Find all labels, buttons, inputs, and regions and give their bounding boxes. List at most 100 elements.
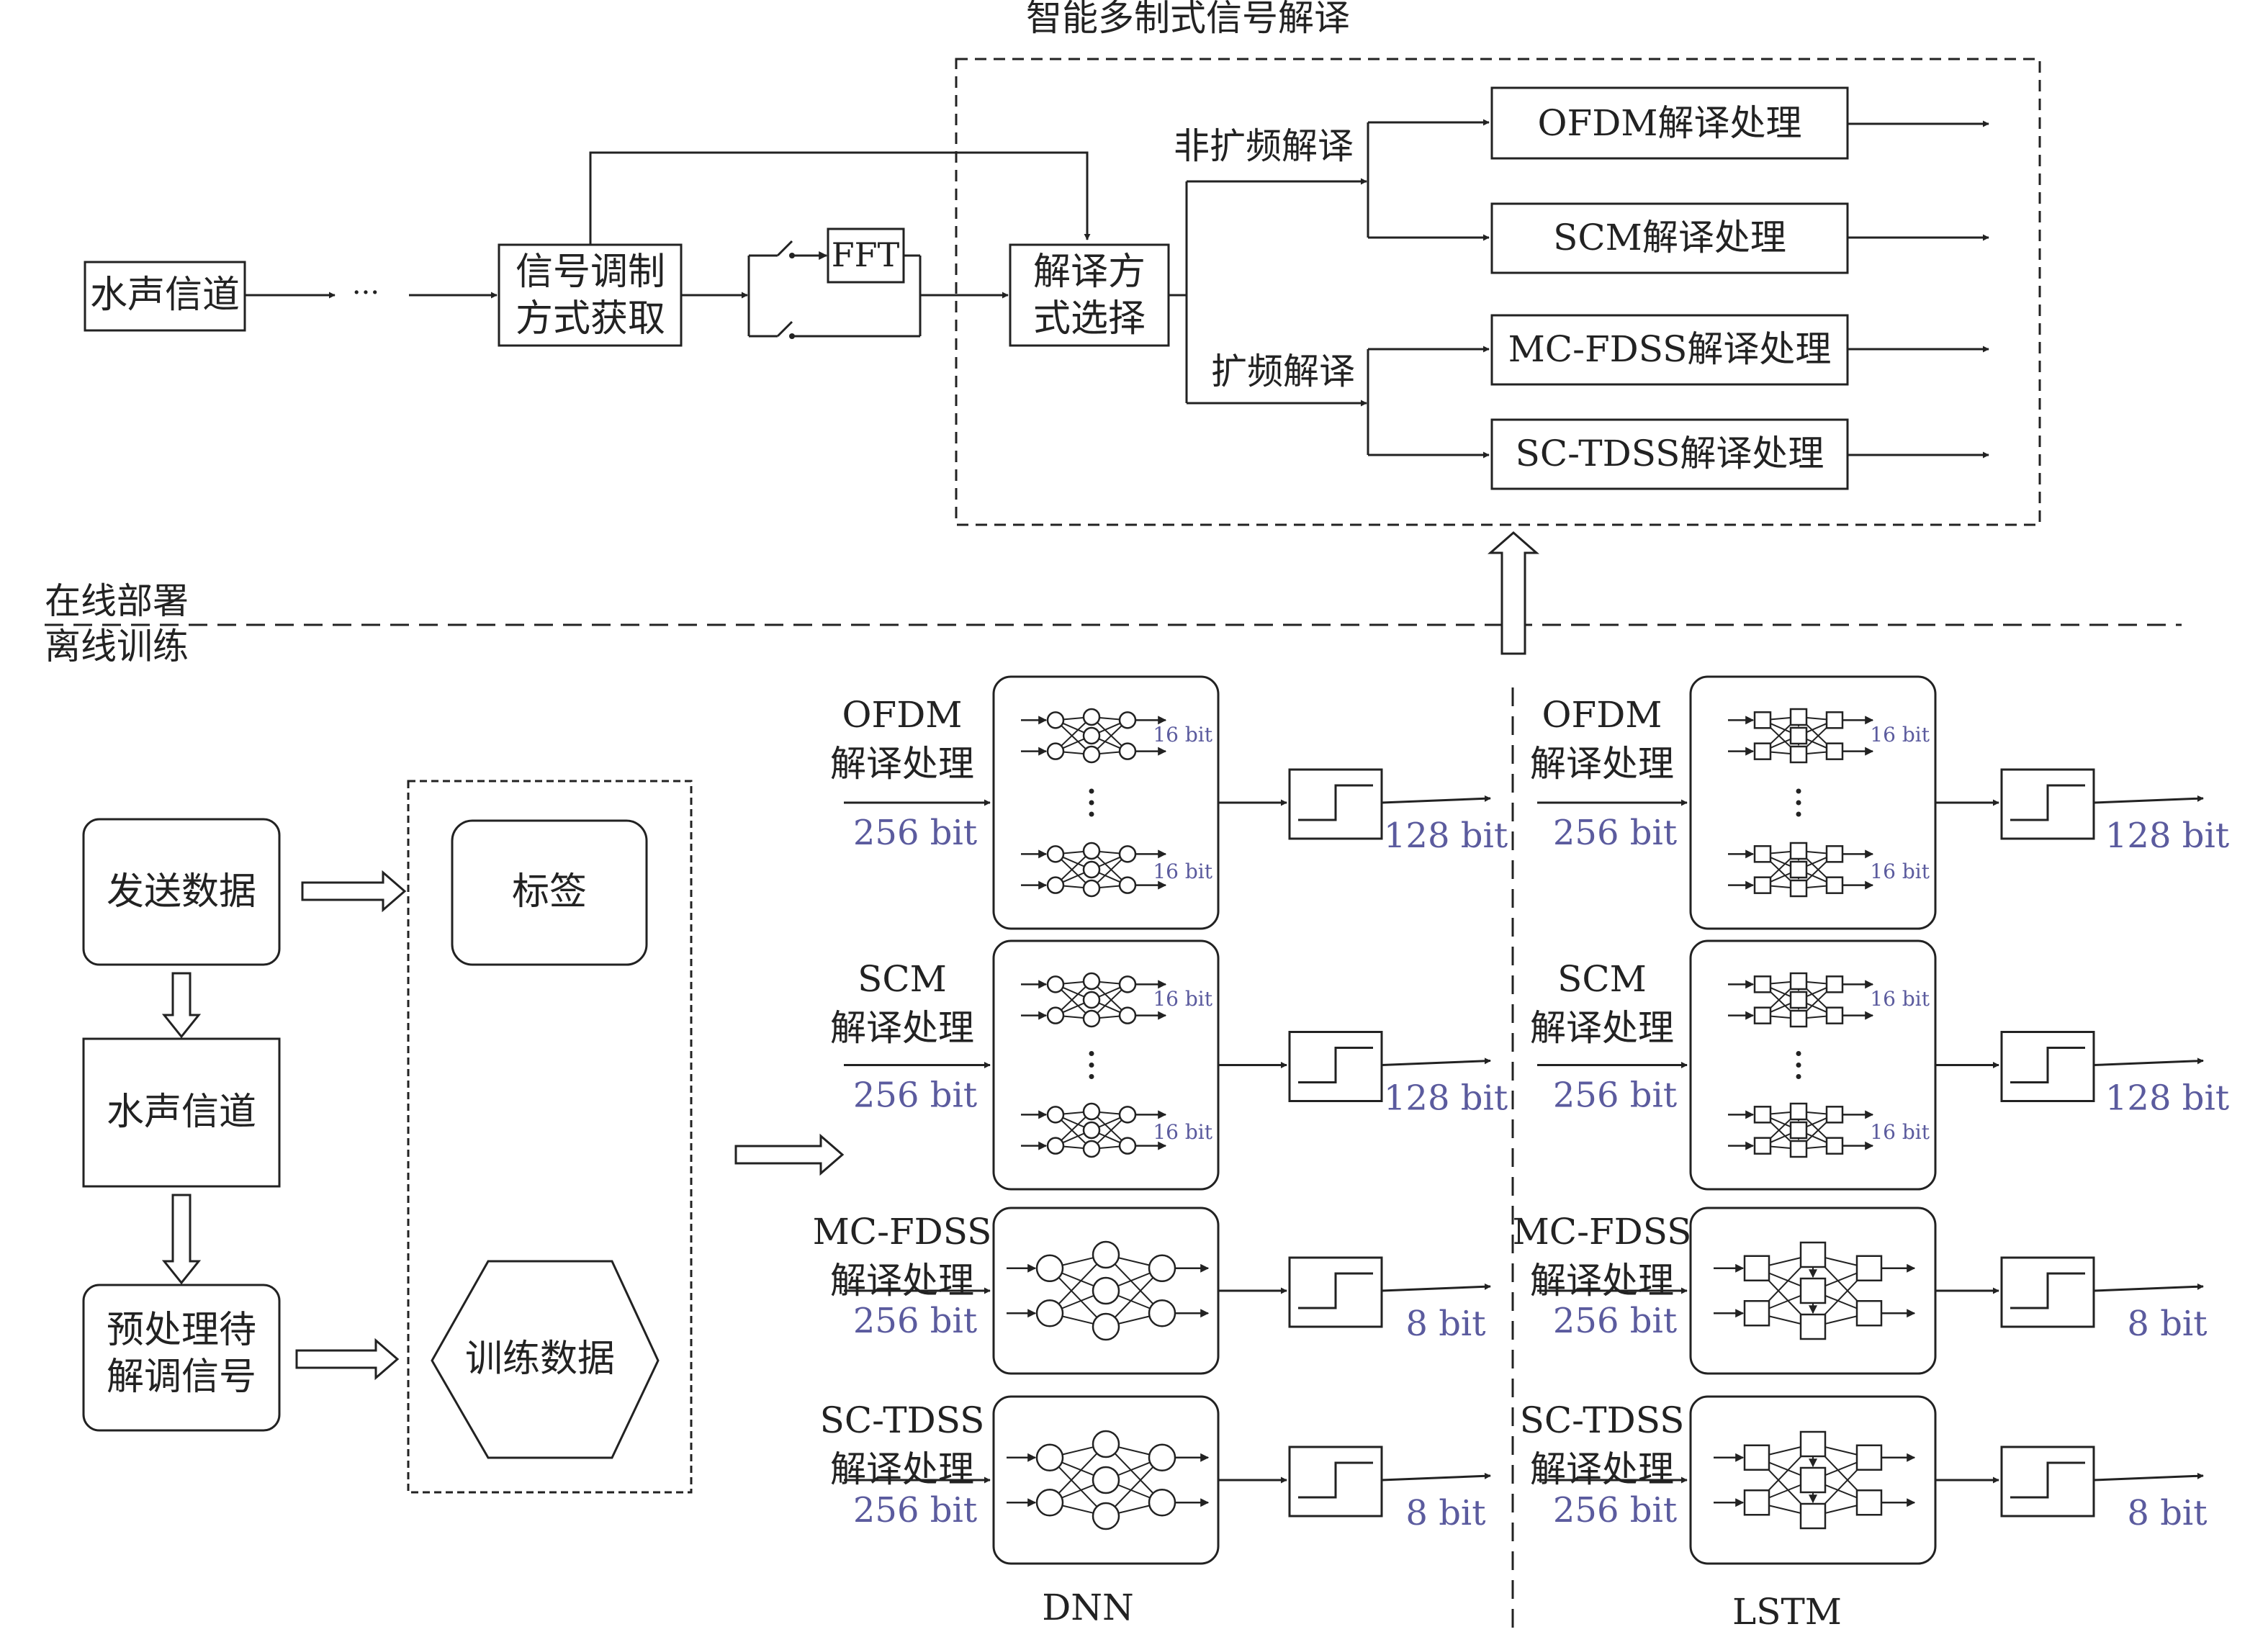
dnn-row-1-subnet-top-node: [1082, 1009, 1101, 1028]
dnn-row-1-subnet-bottom-node: [1046, 1106, 1065, 1124]
lstm-row-2-net-node: [1743, 1300, 1770, 1327]
lstm-row-3-output-arrow: [2093, 1472, 2204, 1482]
dnn-row-2-scheme-name: MC-FDSS: [813, 1211, 992, 1253]
lstm-row-1-subnet-top-bits: 16 bit: [1870, 987, 1930, 1011]
dnn-row-0-subnet-bottom-node: [1118, 876, 1137, 894]
dataset-dashed-frame: [407, 780, 693, 1494]
lstm-row-1-step-box-step-curve: [2010, 1047, 2085, 1083]
dnn-row-0-panel: [992, 675, 1220, 930]
lstm-row-0-panel: [1689, 675, 1937, 930]
dnn-row-1-subnet-top: [1021, 972, 1167, 1028]
lstm-row-0-scheme-name: OFDM: [1542, 694, 1662, 736]
lstm-row-1-ellipsis-dot: [1796, 1063, 1801, 1068]
dnn-row-2-output-bits: 8 bit: [1405, 1304, 1485, 1344]
dnn-row-0-subnet-top-bits: 16 bit: [1153, 723, 1212, 747]
lstm-row-2-net: [1714, 1241, 1916, 1340]
dnn-row-1-subnet-top-node: [1046, 1006, 1065, 1024]
lstm-row-0-subnet-bottom-node: [1789, 879, 1808, 898]
lstm-row-1-panel: [1689, 939, 1937, 1191]
dnn-row-3-net: [1007, 1430, 1210, 1530]
lstm-row-1-input-bits: 256 bit: [1553, 1075, 1677, 1116]
lstm-row-0-subnet-top-node: [1825, 711, 1844, 729]
dnn-row-0-ellipsis-dot: [1089, 788, 1094, 794]
dnn-row-0-input-bits: 256 bit: [853, 813, 977, 853]
lstm-row-0-ellipsis-dot: [1796, 788, 1801, 794]
lstm-row-2-input-bits: 256 bit: [1553, 1301, 1677, 1341]
dnn-row-2-net-node: [1035, 1254, 1064, 1282]
dnn-row-1-subnet-bottom-node: [1118, 1137, 1137, 1155]
sctdss-decode-label: SC-TDSS解译处理: [1516, 433, 1824, 474]
deploy-hollow-arrow: [1488, 531, 1539, 655]
training-data-label: 训练数据: [465, 1338, 615, 1381]
dnn-row-2-net-node: [1092, 1312, 1120, 1341]
lstm-row-0-subnet-bottom-node: [1825, 876, 1844, 894]
dnn-row-1-subnet-top-node: [1118, 1006, 1137, 1024]
lstm-row-0-subnet-top-node: [1825, 742, 1844, 760]
dnn-row-0-subnet-bottom: [1021, 842, 1167, 898]
dnn-row-3-step-box-step-curve: [1298, 1461, 1373, 1499]
lstm-row-0-subnet-top-node: [1753, 711, 1772, 729]
dnn-row-3-net-node: [1035, 1489, 1064, 1517]
dnn-caption: DNN: [1042, 1587, 1134, 1628]
lstm-row-2-scheme-sub: 解译处理: [1530, 1260, 1674, 1302]
label-box-text: 标签: [512, 870, 587, 914]
dnn-row-2-net-node: [1092, 1276, 1120, 1305]
dnn-row-1-subnet-bottom-node: [1082, 1102, 1101, 1121]
lstm-row-2-output-arrow: [2093, 1283, 2204, 1292]
dnn-row-3-scheme-sub: 解译处理: [830, 1448, 974, 1490]
non-spread-label: 非扩频解译: [1174, 125, 1354, 167]
dnn-row-1-scheme-name: SCM: [858, 958, 947, 1000]
hollow-arrow-channel-to-preprocess: [161, 1194, 202, 1285]
preprocess-line1: 预处理待: [107, 1309, 256, 1352]
dnn-row-1-input-bits: 256 bit: [853, 1075, 977, 1116]
dnn-row-3-input-bits: 256 bit: [853, 1490, 977, 1530]
lstm-row-0-subnet-bottom-node: [1789, 860, 1808, 879]
dnn-row-1-subnet-bottom-node: [1046, 1137, 1065, 1155]
lstm-row-2-net-node: [1855, 1255, 1883, 1281]
lstm-row-0-subnet-bottom-node: [1753, 845, 1772, 863]
dnn-row-0-subnet-top-node: [1046, 711, 1065, 729]
dnn-row-1-output-bits: 128 bit: [1384, 1078, 1508, 1119]
lstm-row-0-step-box-step-curve: [2010, 784, 2085, 821]
dnn-row-1-subnet-top-node: [1118, 975, 1137, 993]
dnn-row-1-subnet-top-node: [1082, 972, 1101, 991]
dnn-row-0-subnet-bottom-node: [1118, 845, 1137, 863]
lstm-row-1-output-arrow: [2093, 1057, 2204, 1066]
lstm-row-3-net-node: [1799, 1430, 1827, 1458]
fft-label: FFT: [832, 235, 900, 274]
lstm-row-0-output-bits: 128 bit: [2105, 816, 2229, 856]
lstm-row-0-ellipsis-dot: [1796, 811, 1801, 817]
dnn-row-0-subnet-top-node: [1118, 711, 1137, 729]
dnn-row-1-subnet-top-node: [1046, 975, 1065, 993]
dnn-row-3-output-bits: 8 bit: [1405, 1493, 1485, 1533]
lstm-row-0-subnet-top-node: [1789, 745, 1808, 764]
lstm-row-3-scheme-name: SC-TDSS: [1520, 1399, 1685, 1441]
scm-decode-label: SCM解译处理: [1553, 217, 1786, 258]
lstm-caption: LSTM: [1732, 1591, 1842, 1633]
dnn-row-1-subnet-top-node: [1082, 991, 1101, 1009]
lstm-row-1-output-bits: 128 bit: [2105, 1078, 2229, 1119]
preprocess-line2: 解调信号: [107, 1356, 256, 1399]
lstm-row-0-scheme-sub: 解译处理: [1530, 743, 1674, 785]
decoding-dashed-frame: [955, 58, 2041, 526]
hollow-arrow-send-to-channel: [161, 972, 202, 1039]
dnn-row-2-net-node: [1148, 1254, 1176, 1282]
lstm-row-3-net-node: [1855, 1444, 1883, 1471]
lstm-row-1-subnet-top-node: [1789, 1009, 1808, 1028]
dnn-row-1-ellipsis-dot: [1089, 1074, 1094, 1079]
lstm-row-1-scheme-sub: 解译处理: [1530, 1007, 1674, 1049]
dnn-row-0-subnet-top-node: [1082, 708, 1101, 726]
lstm-row-1-scheme-name: SCM: [1557, 958, 1647, 1000]
lstm-row-2-step-box-step-curve: [2010, 1272, 2085, 1309]
select-box-line2: 式选择: [1033, 297, 1146, 341]
dnn-row-0-subnet-bottom-node: [1082, 879, 1101, 898]
lstm-row-2-step-box: [2000, 1256, 2095, 1328]
lstm-row-1-subnet-top-node: [1789, 972, 1808, 991]
dnn-row-1-subnet-bottom: [1021, 1102, 1167, 1158]
lstm-row-0-subnet-top: [1728, 708, 1874, 764]
dnn-row-1-ellipsis-dot: [1089, 1063, 1094, 1068]
